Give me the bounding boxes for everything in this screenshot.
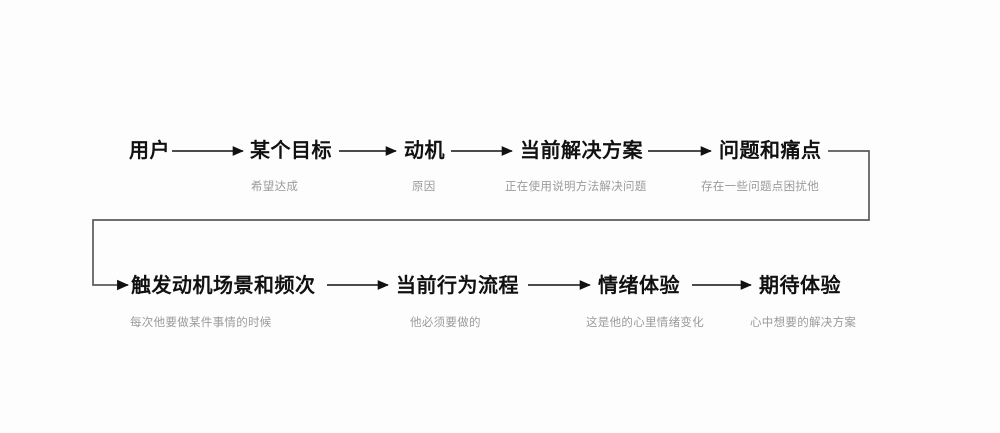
- node-problems-sublabel: 存在一些问题点困扰他: [701, 179, 819, 193]
- node-emotion-sublabel: 这是他的心里情绪变化: [586, 315, 704, 329]
- node-user-label: 用户: [129, 138, 170, 162]
- node-goal-label: 某个目标: [250, 138, 332, 162]
- node-motivation[interactable]: 动机: [404, 140, 445, 160]
- node-motivation-sublabel: 原因: [412, 179, 436, 193]
- node-current-behavior-label: 当前行为流程: [396, 273, 519, 297]
- node-current-behavior-sublabel: 他必须要做的: [410, 315, 481, 329]
- node-current-behavior[interactable]: 当前行为流程: [396, 275, 519, 295]
- node-problems-label: 问题和痛点: [719, 138, 822, 162]
- node-expectation-sublabel: 心中想要的解决方案: [750, 315, 857, 329]
- node-emotion[interactable]: 情绪体验: [598, 275, 680, 295]
- node-goal-sublabel: 希望达成: [251, 179, 299, 193]
- node-expectation[interactable]: 期待体验: [759, 275, 841, 295]
- node-emotion-label: 情绪体验: [598, 273, 680, 297]
- node-goal[interactable]: 某个目标: [250, 140, 332, 160]
- node-current-solution-label: 当前解决方案: [520, 138, 643, 162]
- node-current-solution-sublabel: 正在使用说明方法解决问题: [505, 179, 647, 193]
- node-trigger-label: 触发动机场景和频次: [131, 273, 316, 297]
- node-trigger-sublabel: 每次他要做某件事情的时候: [130, 315, 272, 329]
- node-problems[interactable]: 问题和痛点: [719, 140, 822, 160]
- wrap-problems-to-trigger: [92, 150, 870, 291]
- node-motivation-label: 动机: [404, 138, 445, 162]
- node-trigger[interactable]: 触发动机场景和频次: [131, 275, 316, 295]
- node-expectation-label: 期待体验: [759, 273, 841, 297]
- node-current-solution[interactable]: 当前解决方案: [520, 140, 643, 160]
- node-user[interactable]: 用户: [129, 140, 170, 160]
